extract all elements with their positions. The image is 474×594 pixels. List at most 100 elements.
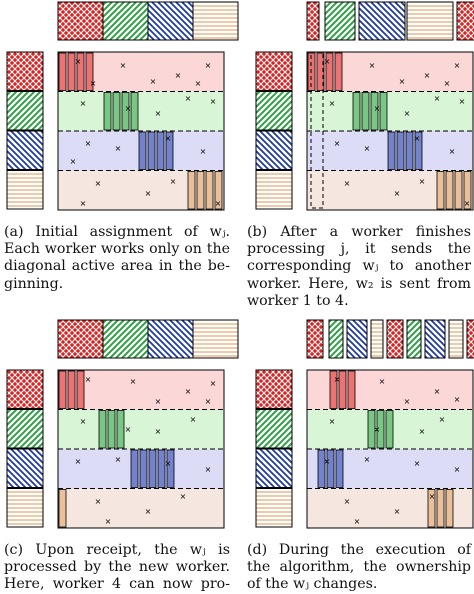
nonzero-mark: × <box>120 61 127 70</box>
top-bar-block <box>147 319 194 359</box>
column-block <box>335 449 344 488</box>
worker-block <box>255 448 293 488</box>
column-block <box>436 489 445 528</box>
nonzero-mark: × <box>404 397 411 406</box>
worker-block <box>255 488 293 528</box>
column-block <box>367 410 376 449</box>
nonzero-mark: × <box>80 99 87 108</box>
caption-b-line: processing j, it sends the <box>247 241 471 258</box>
nonzero-mark: × <box>399 77 406 86</box>
active-band <box>58 370 224 410</box>
column-block <box>214 171 223 210</box>
column-block <box>147 131 156 170</box>
caption-c: (c) Upon receipt, the wⱼ is processed by… <box>4 542 230 594</box>
nonzero-mark: × <box>210 97 217 106</box>
grid-border <box>306 369 474 529</box>
nonzero-mark: × <box>125 104 132 113</box>
top-bar-block <box>328 319 344 359</box>
column-block <box>76 52 85 91</box>
worker-block <box>6 91 44 131</box>
worker-block <box>255 130 293 170</box>
column-block <box>445 489 454 528</box>
top-bar-block <box>448 319 464 359</box>
worker-block <box>6 448 44 488</box>
column-block <box>138 131 147 170</box>
column-block <box>139 449 148 488</box>
nonzero-mark: × <box>434 94 441 103</box>
column-block <box>85 52 94 91</box>
column-block <box>112 92 121 131</box>
worker-block <box>255 170 293 210</box>
column-block <box>58 370 67 409</box>
nonzero-mark: × <box>205 61 212 70</box>
caption-d-line: of the wⱼ changes. <box>247 576 378 593</box>
nonzero-mark: × <box>374 104 381 113</box>
panel-d: ××××××××××××××××× <box>255 319 474 529</box>
worker-block <box>6 369 44 409</box>
caption-b-line: (b) After a worker finishes <box>247 224 471 240</box>
column-block <box>130 449 139 488</box>
nonzero-mark: × <box>464 199 471 208</box>
nonzero-mark: × <box>180 492 187 501</box>
nonzero-mark: × <box>145 507 152 516</box>
nonzero-mark: × <box>205 397 212 406</box>
caption-c-line: (c) Upon receipt, the wⱼ is <box>4 542 230 558</box>
panel-c: ×××××××××××××××××× <box>6 319 239 529</box>
column-block <box>329 370 338 409</box>
nonzero-mark: × <box>404 109 411 118</box>
column-block <box>338 370 347 409</box>
nonzero-mark: × <box>434 387 441 396</box>
nonzero-mark: × <box>75 457 82 466</box>
caption-a: (a) Initial assignment of wⱼ. Each worke… <box>4 224 230 293</box>
nonzero-mark: × <box>344 497 351 506</box>
top-bar-block <box>57 319 104 359</box>
nonzero-mark: × <box>90 79 97 88</box>
nonzero-mark: × <box>95 497 102 506</box>
nonzero-mark: × <box>449 147 456 156</box>
nonzero-mark: × <box>165 134 172 143</box>
caption-b-line: worker 1 to 4. <box>247 292 349 309</box>
top-bar-block <box>306 1 320 41</box>
nonzero-mark: × <box>195 79 202 88</box>
active-band <box>58 409 224 449</box>
column-block <box>58 52 67 91</box>
active-band <box>58 488 224 528</box>
top-bar-block <box>324 1 356 41</box>
nonzero-mark: × <box>155 427 162 436</box>
active-band <box>307 488 473 528</box>
nonzero-mark: × <box>80 199 87 208</box>
caption-c-line: processed by the new worker. <box>4 559 230 576</box>
top-bar-block <box>466 319 474 359</box>
nonzero-mark: × <box>414 459 421 468</box>
nonzero-mark: × <box>394 189 401 198</box>
top-bar-block <box>358 1 406 41</box>
column-block <box>326 449 335 488</box>
caption-d-line: the algorithm, the ownership <box>247 559 471 576</box>
nonzero-mark: × <box>374 425 381 434</box>
column-block <box>58 489 67 528</box>
top-bar-block <box>306 319 324 359</box>
column-block <box>116 410 125 449</box>
worker-block <box>255 91 293 131</box>
nonzero-mark: × <box>105 517 112 526</box>
nonzero-mark: × <box>85 375 92 384</box>
column-block <box>385 410 394 449</box>
column-block <box>166 449 175 488</box>
nonzero-mark: × <box>95 179 102 188</box>
column-block <box>103 92 112 131</box>
column-block <box>379 92 388 131</box>
nonzero-mark: × <box>454 395 461 404</box>
caption-b: (b) After a worker finishes processing j… <box>247 224 471 310</box>
nonzero-mark: × <box>329 99 336 108</box>
column-block <box>334 52 343 91</box>
caption-d-line: (d) During the execution of <box>247 542 471 558</box>
caption-c-line: Here, worker 4 can now pro- <box>4 576 230 593</box>
nonzero-mark: × <box>329 417 336 426</box>
nonzero-mark: × <box>115 455 122 464</box>
nonzero-mark: × <box>80 417 87 426</box>
nonzero-mark: × <box>364 144 371 153</box>
caption-a-line: (a) Initial assignment of wⱼ. <box>4 224 230 240</box>
nonzero-mark: × <box>155 397 162 406</box>
caption-a-line: ginning. <box>4 275 64 292</box>
nonzero-mark: × <box>394 507 401 516</box>
